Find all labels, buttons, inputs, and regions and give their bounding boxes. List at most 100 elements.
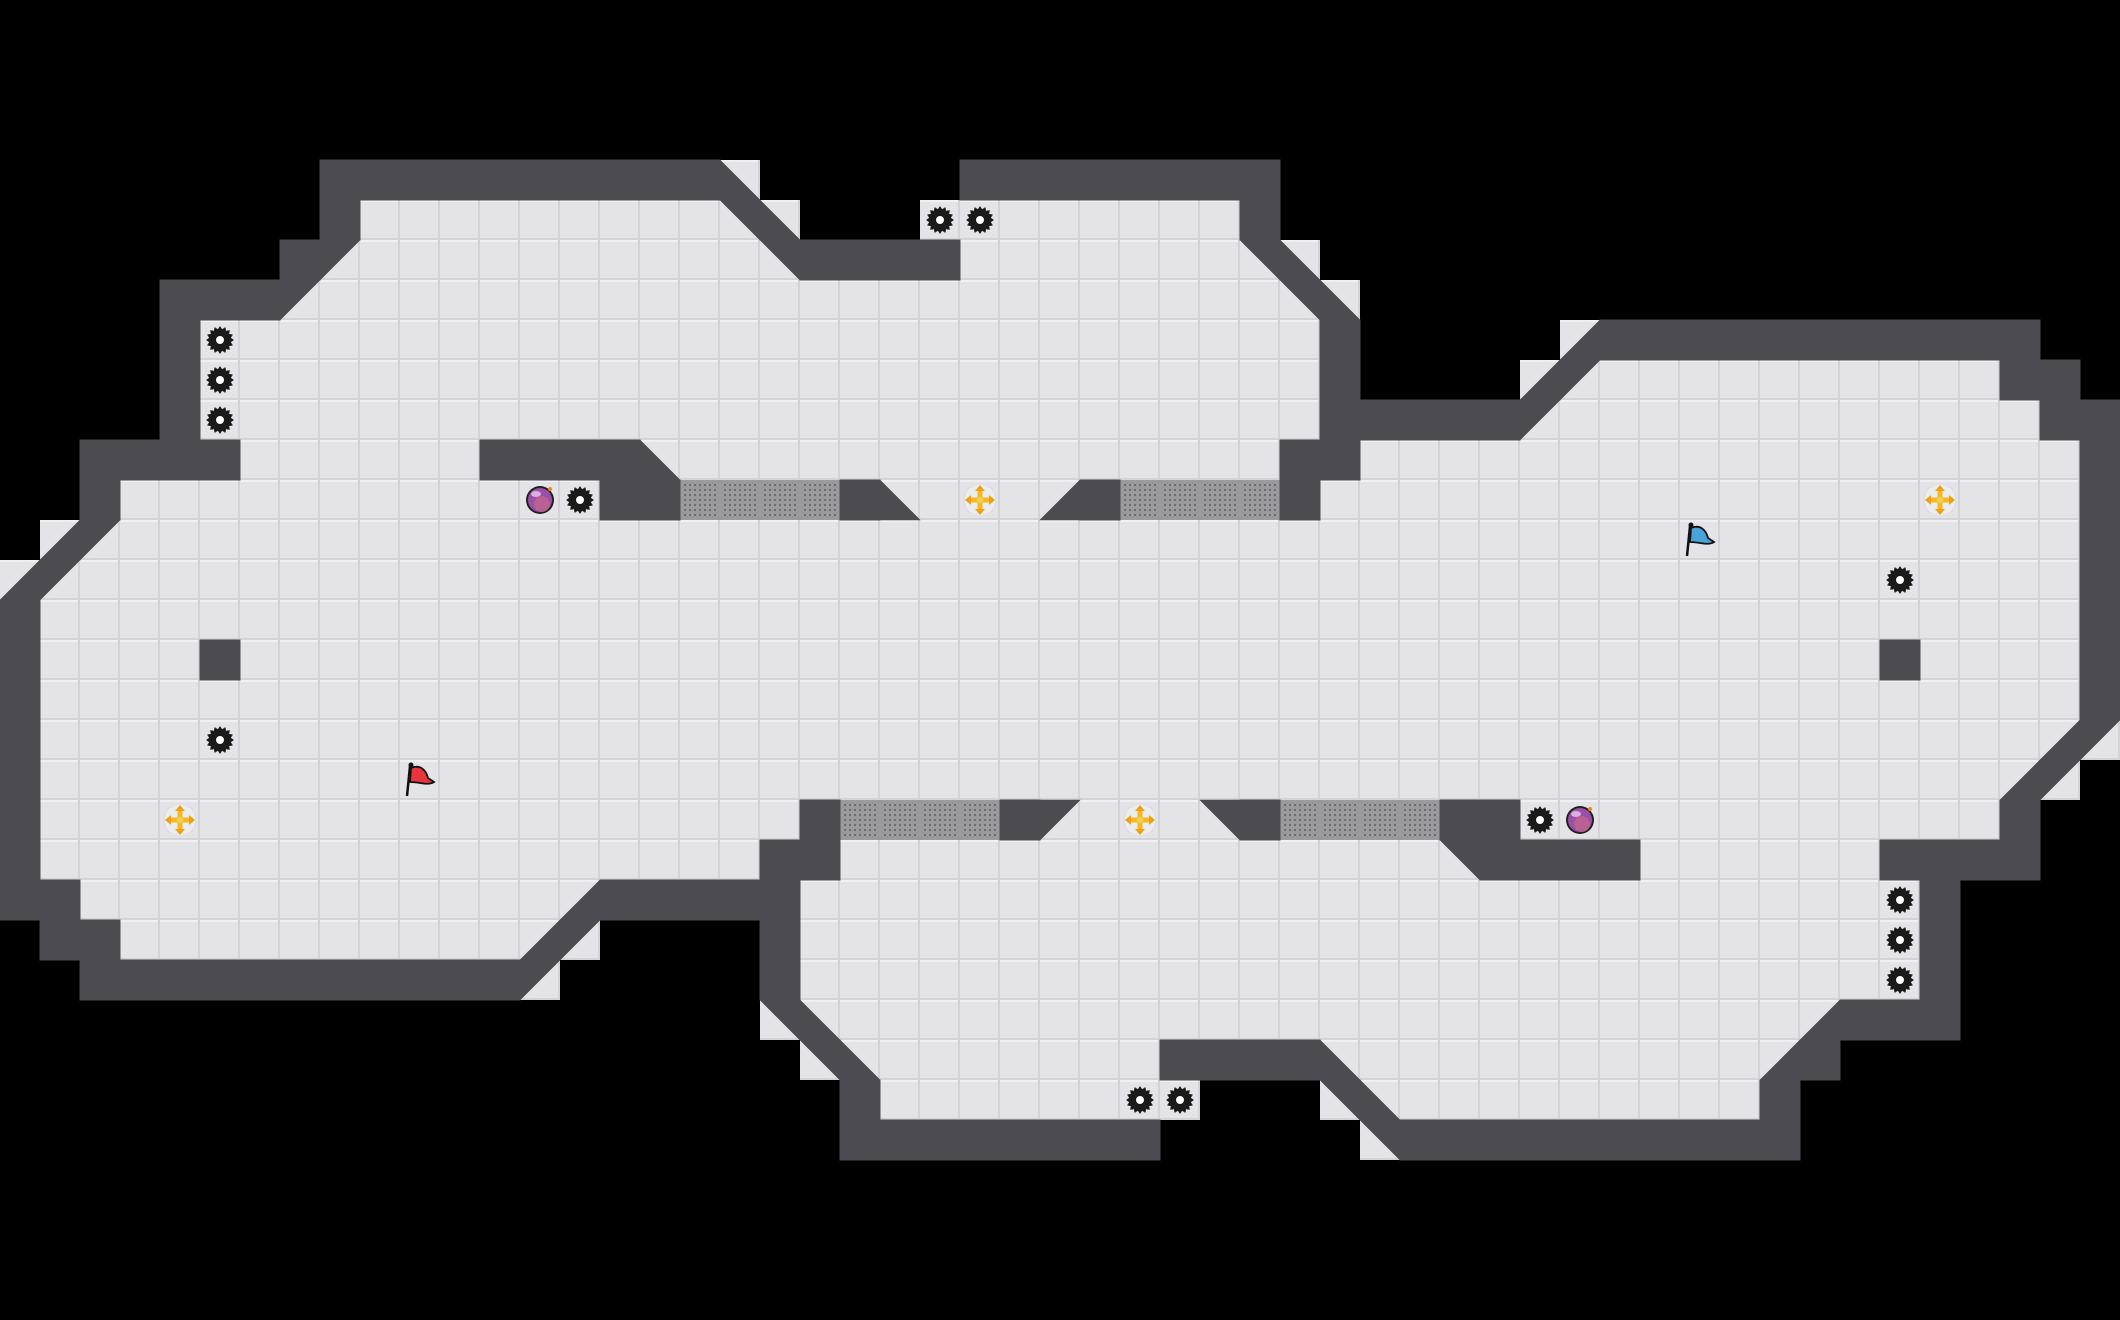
floor-tile	[1080, 640, 1120, 680]
floor-tile	[1200, 880, 1240, 920]
floor-tile	[680, 400, 720, 440]
floor-tile	[1760, 560, 1800, 600]
wall-tile	[199, 959, 241, 1001]
floor-tile	[160, 600, 200, 640]
wall-tile	[1479, 799, 1521, 841]
floor-tile	[320, 680, 360, 720]
floor-tile	[1560, 960, 1600, 1000]
floor-tile	[1040, 240, 1080, 280]
floor-tile	[1760, 840, 1800, 880]
floor-tile	[40, 760, 80, 800]
floor-tile	[1280, 840, 1320, 880]
floor-tile	[960, 640, 1000, 680]
floor-tile	[1600, 520, 1640, 560]
floor-tile	[1280, 600, 1320, 640]
floor-tile	[1040, 920, 1080, 960]
floor-tile	[240, 760, 280, 800]
floor-tile	[760, 360, 800, 400]
floor-tile	[1720, 800, 1760, 840]
spike-icon	[206, 406, 234, 434]
wall-tile	[199, 639, 241, 681]
floor-tile	[120, 640, 160, 680]
floor-tile	[1280, 560, 1320, 600]
floor-tile	[1120, 440, 1160, 480]
floor-tile	[320, 880, 360, 920]
floor-tile	[1440, 480, 1480, 520]
floor-tile	[840, 280, 880, 320]
floor-tile	[1160, 840, 1200, 880]
floor-tile	[960, 320, 1000, 360]
floor-tile	[1560, 600, 1600, 640]
wall-tile	[1239, 1039, 1281, 1081]
floor-tile	[280, 440, 320, 480]
floor-tile	[1800, 920, 1840, 960]
floor-tile	[320, 600, 360, 640]
floor-tile	[920, 1040, 960, 1080]
floor-tile	[1680, 960, 1720, 1000]
floor-tile	[80, 800, 120, 840]
floor-tile	[960, 520, 1000, 560]
floor-tile	[840, 680, 880, 720]
floor-tile	[1320, 680, 1360, 720]
wall-tile	[279, 239, 321, 281]
floor-tile	[800, 440, 840, 480]
floor-tile	[760, 600, 800, 640]
floor-tile	[640, 240, 680, 280]
floor-tile	[1000, 840, 1040, 880]
boost-icon	[1123, 803, 1157, 837]
floor-tile	[1160, 400, 1200, 440]
floor-tile	[1680, 400, 1720, 440]
wall-tile	[1919, 319, 1961, 361]
boost-icon	[963, 483, 997, 517]
floor-tile	[880, 760, 920, 800]
floor-tile	[1200, 320, 1240, 360]
floor-tile	[1600, 680, 1640, 720]
floor-tile	[960, 1000, 1000, 1040]
wall-tile	[639, 879, 681, 921]
floor-tile	[80, 760, 120, 800]
floor-tile	[120, 800, 160, 840]
floor-tile	[880, 640, 920, 680]
floor-tile	[960, 360, 1000, 400]
floor-tile	[640, 640, 680, 680]
floor-tile	[1400, 600, 1440, 640]
floor-tile	[1400, 760, 1440, 800]
wall-tile	[959, 1119, 1001, 1161]
floor-tile	[1560, 560, 1600, 600]
floor-tile	[1400, 520, 1440, 560]
floor-tile	[760, 640, 800, 680]
floor-tile	[1680, 1080, 1720, 1120]
floor-tile	[720, 320, 760, 360]
wall-tile	[999, 799, 1041, 841]
floor-tile	[640, 680, 680, 720]
floor-tile	[440, 840, 480, 880]
floor-tile	[1680, 1040, 1720, 1080]
floor-tile	[1000, 920, 1040, 960]
floor-tile	[1200, 720, 1240, 760]
floor-tile	[1000, 720, 1040, 760]
floor-tile	[1120, 560, 1160, 600]
floor-tile	[880, 880, 920, 920]
wall-tile	[799, 239, 841, 281]
floor-tile	[1320, 760, 1360, 800]
wall-tile	[1879, 999, 1921, 1041]
floor-tile	[360, 840, 400, 880]
floor-tile	[360, 320, 400, 360]
floor-tile	[1080, 800, 1120, 840]
floor-tile	[1200, 600, 1240, 640]
floor-tile	[1000, 480, 1040, 520]
wall-tile	[159, 439, 201, 481]
floor-tile	[1240, 520, 1280, 560]
floor-tile	[1680, 880, 1720, 920]
floor-tile	[520, 760, 560, 800]
floor-tile	[1120, 600, 1160, 640]
floor-tile	[1720, 840, 1760, 880]
floor-tile	[480, 400, 520, 440]
floor-tile	[520, 240, 560, 280]
wall-tile	[1479, 839, 1521, 881]
wall-tile	[319, 159, 361, 201]
floor-tile	[1240, 280, 1280, 320]
floor-tile	[240, 600, 280, 640]
floor-tile	[1680, 840, 1720, 880]
floor-tile	[1000, 680, 1040, 720]
